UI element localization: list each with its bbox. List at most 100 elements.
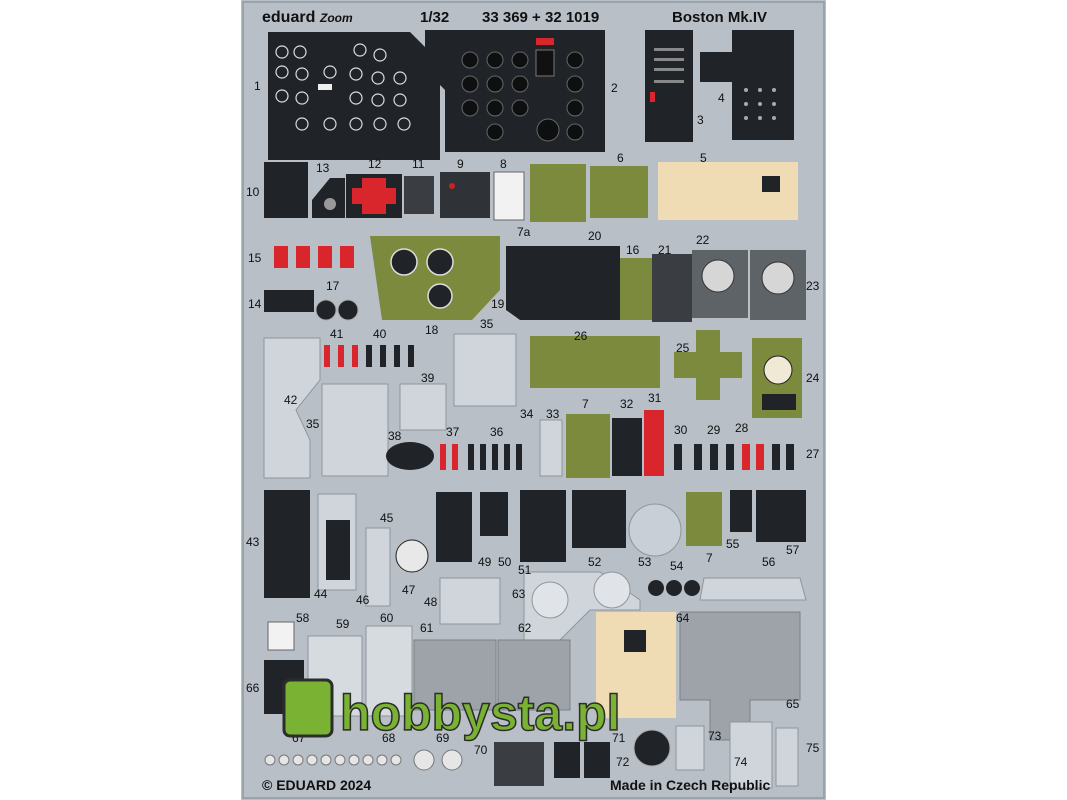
- part-label-7: 7: [582, 397, 589, 411]
- part-label-3: 3: [697, 113, 704, 127]
- part-49: [436, 492, 472, 562]
- part-38: [386, 442, 434, 470]
- part-label-38: 38: [388, 429, 402, 443]
- part-label-75: 75: [806, 741, 820, 755]
- part-56: [699, 577, 807, 601]
- origin-text: Made in Czech Republic: [610, 777, 770, 793]
- part-label-63: 63: [512, 587, 526, 601]
- part-6: [590, 166, 648, 218]
- part-7a: [530, 164, 586, 222]
- part-64: [596, 612, 676, 718]
- part-35b: [321, 383, 389, 477]
- part-label-20: 20: [588, 229, 602, 243]
- part-26: [530, 336, 660, 388]
- part-label-22: 22: [696, 233, 710, 247]
- part-label-41: 41: [330, 327, 344, 341]
- part-label-31: 31: [648, 391, 662, 405]
- part-39: [399, 383, 447, 431]
- part-65: [679, 611, 801, 741]
- part-11: [404, 176, 434, 214]
- part-label-26: 26: [574, 329, 588, 343]
- part-label-28: 28: [735, 421, 749, 435]
- part-label-66: 66: [246, 681, 260, 695]
- part-label-56: 56: [762, 555, 776, 569]
- part-label-70: 70: [474, 743, 488, 757]
- part-label-74: 74: [734, 755, 748, 769]
- part-label-7a: 7a: [517, 225, 531, 239]
- part-label-55: 55: [726, 537, 740, 551]
- part-72: [633, 729, 671, 767]
- part-label-2: 2: [611, 81, 618, 95]
- part-13: [312, 178, 345, 218]
- part-47: [395, 539, 429, 573]
- part-73: [675, 725, 705, 771]
- part-1-instrument-panel: [268, 32, 440, 160]
- brand-logo: eduard: [262, 9, 315, 26]
- part-70: [494, 742, 544, 786]
- part-74: [729, 721, 773, 789]
- part-4-panel: [732, 30, 794, 140]
- part-52: [572, 490, 626, 548]
- part-71: [584, 742, 610, 778]
- part-55: [730, 490, 752, 532]
- part-label-52: 52: [588, 555, 602, 569]
- part-label-69: 69: [436, 731, 450, 745]
- part-label-68: 68: [382, 731, 396, 745]
- part-label-44: 44: [314, 587, 328, 601]
- part-67-discs: [264, 754, 402, 766]
- part-label-49: 49: [478, 555, 492, 569]
- part-label-6: 6: [617, 151, 624, 165]
- part-label-53: 53: [638, 555, 652, 569]
- part-label-64: 64: [676, 611, 690, 625]
- part-43: [264, 490, 310, 598]
- part-label-5: 5: [700, 151, 707, 165]
- part-label-34: 34: [520, 407, 534, 421]
- part-label-35: 35: [480, 317, 494, 331]
- part-label-19: 19: [491, 297, 505, 311]
- part-51: [520, 490, 566, 562]
- part-label-23: 23: [806, 279, 820, 293]
- sub-brand-logo: Zoom: [319, 11, 353, 25]
- hobbysta-watermark: hobbysta.pl: [282, 678, 621, 742]
- part-label-58: 58: [296, 611, 310, 625]
- part-label-1: 1: [254, 79, 261, 93]
- part-label-30: 30: [674, 423, 688, 437]
- part-14: [264, 290, 314, 312]
- part-46: [365, 527, 391, 607]
- part-label-7: 7: [706, 551, 713, 565]
- part-35: [453, 333, 517, 407]
- part-label-25: 25: [676, 341, 690, 355]
- part-label-21: 21: [658, 243, 672, 257]
- part-label-17: 17: [326, 279, 340, 293]
- part-label-57: 57: [786, 543, 800, 557]
- part-label-14: 14: [248, 297, 262, 311]
- part-9: [440, 172, 490, 218]
- part-31: [644, 410, 664, 476]
- part-label-10: 10: [246, 185, 260, 199]
- part-label-37: 37: [446, 425, 460, 439]
- part-15-red-parts: [274, 246, 354, 268]
- part-10: [264, 162, 308, 218]
- part-16: [620, 258, 652, 320]
- part-label-16: 16: [626, 243, 640, 257]
- part-label-47: 47: [402, 583, 416, 597]
- part-label-60: 60: [380, 611, 394, 625]
- part-62: [497, 639, 571, 711]
- part-label-40: 40: [373, 327, 387, 341]
- part-61: [413, 639, 497, 711]
- part-label-24: 24: [806, 371, 820, 385]
- part-number-labels: 1 2 3 4 5 6 7 7a 7 8 9 10 11 12 13 14 15…: [246, 79, 820, 769]
- part-label-29: 29: [707, 423, 721, 437]
- part-label-45: 45: [380, 511, 394, 525]
- part-label-36: 36: [490, 425, 504, 439]
- part-7b: [686, 492, 722, 546]
- part-label-51: 51: [518, 563, 532, 577]
- part-label-50: 50: [498, 555, 512, 569]
- part-25: [674, 330, 742, 400]
- part-label-59: 59: [336, 617, 350, 631]
- part-label-33: 33: [546, 407, 560, 421]
- part-label-72: 72: [616, 755, 630, 769]
- part-label-61: 61: [420, 621, 434, 635]
- svg-text:hobbysta.pl: hobbysta.pl: [340, 685, 621, 741]
